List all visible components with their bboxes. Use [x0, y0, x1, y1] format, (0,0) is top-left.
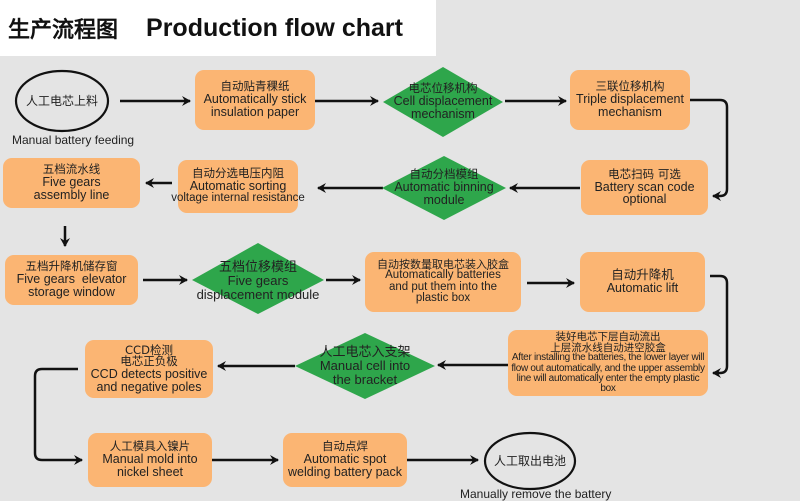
title-zh: 生产流程图 [8, 18, 119, 43]
label-zh: 五档流水线 [42, 162, 101, 177]
start-caption: Manual battery feeding [12, 133, 135, 147]
label-en: insulation paper [210, 104, 300, 119]
label-zh: CCD检测 [125, 342, 173, 357]
label-en: Manual mold into [102, 452, 198, 467]
label-en: Five gears [227, 273, 289, 289]
label-en: Battery scan code [594, 179, 695, 194]
arrow [690, 98, 729, 201]
label-en: Automatic lift [606, 281, 679, 295]
label-zh: 自动分选电压内阻 [192, 166, 284, 181]
label-en: storage window [28, 284, 115, 299]
label-en: Cell displacement [393, 94, 493, 109]
label-en: Automatic spot [303, 452, 387, 467]
label-en: Automatic binning [394, 180, 494, 195]
label-zh: 装好电芯下层自动流出 [555, 330, 661, 343]
step-automatic-lift: 自动升降机 Automatic lift [580, 252, 705, 312]
diamond-bracket [295, 333, 435, 399]
label-zh: 五档升降机储存窗 [25, 259, 118, 274]
title-en: Production flow chart [146, 13, 403, 42]
label-zh: 五档位移模组 [218, 260, 297, 276]
label-zh: 自动按数量取电芯装入胶盒 [377, 257, 509, 271]
decision-gears-displacement: 五档位移模组 Five gears displacement module [192, 260, 324, 302]
label-zh: 自动升降机 [611, 267, 674, 283]
step-after-install: 装好电芯下层自动流出 上层流水线自动进空胶盒 After installing … [508, 330, 708, 396]
label-zh: 电芯位移机构 [408, 81, 478, 96]
label-en: flow out automatically, and the upper as… [511, 362, 705, 374]
label-zh: 三联位移机构 [595, 79, 665, 94]
label-en: plastic box [415, 292, 471, 305]
label-en: and put them into the [388, 280, 498, 293]
step-spot-welding: 自动点焊 Automatic spot welding battery pack [283, 433, 407, 487]
label-zh: 自动贴青稞纸 [220, 79, 290, 94]
diamond-cell-displacement [383, 67, 503, 137]
step-assembly-line: 五档流水线 Five gears assembly line [3, 158, 140, 208]
step-scan-code: 电芯扫码 可选 Battery scan code optional [581, 160, 708, 215]
decision-cell-displacement: 电芯位移机构 Cell displacement mechanism [383, 82, 503, 122]
label-en: assembly line [33, 187, 110, 202]
label-en: After installing the batteries, the lowe… [511, 352, 705, 364]
end-caption: Manually remove the battery [460, 487, 612, 501]
label-zh: 电芯正负极 [120, 354, 178, 369]
label-en: Manual cell into [319, 358, 411, 374]
title-banner: 生产流程图 Production flow chart [0, 0, 436, 56]
diamond-gears-displacement [192, 243, 324, 314]
label-zh: 自动分档模组 [409, 167, 479, 182]
label-en: Automatically stick [203, 92, 307, 107]
label-en: displacement module [196, 286, 320, 302]
label-en: mechanism [411, 106, 475, 121]
step-sorting: 自动分选电压内阻 Automatic sorting voltage inter… [171, 160, 305, 213]
label-en: Triple displacement [576, 92, 684, 107]
label-en: voltage internal resistance [171, 191, 305, 204]
label-en: optional [622, 192, 667, 207]
label-en: Five gears elevator [16, 272, 127, 287]
label-en: CCD detects positive [90, 366, 208, 381]
label-en: Automatic sorting [189, 179, 287, 194]
end-node: 人工取出电池 [493, 453, 566, 468]
label-zh: 上层流水线自动进空胶盒 [550, 341, 666, 354]
label-en: nickel sheet [116, 464, 183, 479]
label-en: Five gears [42, 175, 101, 190]
step-triple-displacement: 三联位移机构 Triple displacement mechanism [570, 70, 690, 130]
decision-bracket: 人工电芯入支架 Manual cell into the bracket [295, 346, 435, 386]
step-ccd-detect: CCD检测 电芯正负极 CCD detects positive and neg… [85, 340, 213, 398]
label-en: mechanism [598, 104, 662, 119]
label-en: the bracket [332, 371, 398, 387]
label-zh: 电芯扫码 可选 [608, 166, 681, 181]
label-en: welding battery pack [288, 464, 402, 479]
label-en: Automatically batteries [385, 269, 501, 282]
start-node: 人工电芯上料 [25, 93, 98, 108]
label-en: and negative poles [96, 379, 202, 394]
label-zh: 自动点焊 [322, 439, 368, 454]
diamond-binning [382, 156, 506, 220]
step-insulation-paper: 自动贴青稞纸 Automatically stick insulation pa… [195, 70, 315, 130]
arrow [710, 274, 729, 378]
label-zh: 人工电芯入支架 [319, 345, 411, 361]
step-elevator-storage: 五档升降机储存窗 Five gears elevator storage win… [5, 255, 138, 305]
step-nickel-sheet: 人工模具入镍片 Manual mold into nickel sheet [88, 433, 212, 487]
label-zh: 人工模具入镍片 [109, 439, 191, 454]
label-en: line will automatically enter the empty … [516, 372, 700, 394]
arrow [33, 367, 83, 465]
start-ellipse [14, 69, 110, 133]
label-en: module [423, 192, 465, 207]
end-ellipse [483, 431, 577, 491]
decision-binning: 自动分档模组 Automatic binning module [382, 168, 506, 208]
step-plastic-box: 自动按数量取电芯装入胶盒 Automatically batteries and… [365, 252, 521, 312]
